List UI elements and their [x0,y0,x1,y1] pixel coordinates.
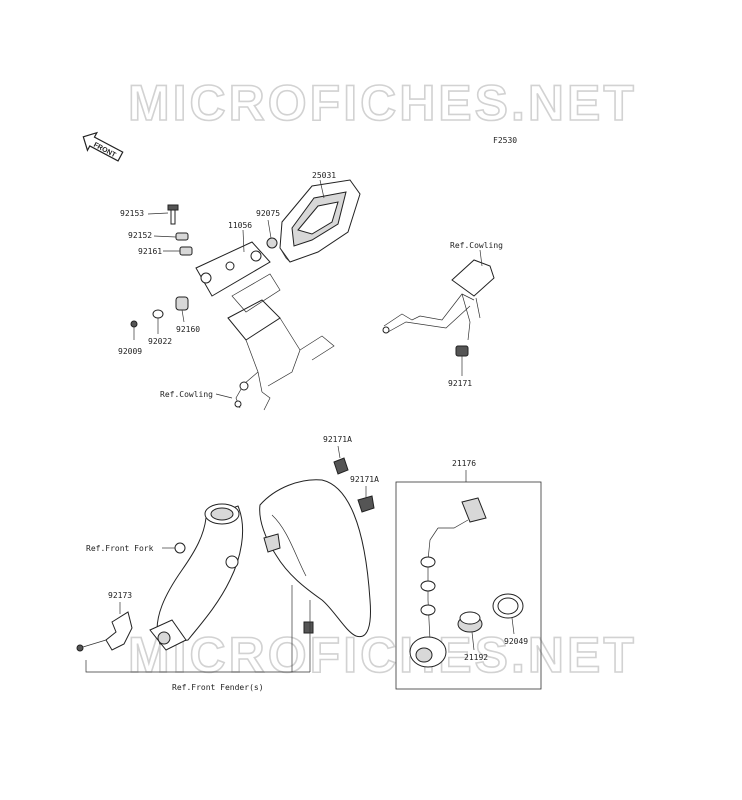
label-92152: 92152 [128,231,152,240]
label-92160: 92160 [176,325,200,334]
cowling-stay-assembly [382,249,495,376]
sensor-kit-assembly [395,470,542,690]
label-92009: 92009 [118,347,142,356]
grommet-92160-drawing [175,296,189,311]
washer-92022-drawing [152,309,164,319]
meter-unit-drawing [279,179,361,263]
front-arrow-icon: FRONT [82,131,124,162]
label-92075: 92075 [256,209,280,218]
label-11056: 11056 [228,221,252,230]
label-92171a-lower: 92171A [350,475,379,484]
label-ref-cowling-upper: Ref.Cowling [450,241,503,250]
damper-92075-drawing [266,237,278,249]
front-fender-drawing [259,479,371,638]
label-92022: 92022 [148,337,172,346]
speed-sensor-drawing [409,636,447,668]
sensor-kit-box [395,481,542,690]
bracket-11056-drawing [195,241,271,297]
watermark-bottom: MICROFICHES.NET [128,627,637,683]
label-21192: 21192 [464,653,488,662]
bolt-92153-drawing [167,204,179,225]
clamp-92171a-lower-drawing [357,495,375,513]
clamp-92173-drawing [105,611,133,651]
label-92173: 92173 [108,591,132,600]
stay-frame-drawing [227,273,335,411]
label-ref-front-fender: Ref.Front Fender(s) [172,683,264,692]
watermark-top: MICROFICHES.NET [128,75,637,131]
fork-fender-assembly [76,445,375,673]
label-92049: 92049 [504,637,528,646]
seal-92049-drawing [492,593,524,619]
label-92161: 92161 [138,247,162,256]
clamp-92171-drawing [455,345,469,357]
bolt-front-drawing [76,639,107,652]
label-ref-front-fork: Ref.Front Fork [86,544,154,553]
clamp-92171a-upper-drawing [333,457,349,475]
grommet-21192-drawing [457,611,483,633]
label-92171: 92171 [448,379,472,388]
collar-92152-drawing [175,232,189,241]
damper-92161-drawing [179,246,193,256]
label-ref-cowling-lower: Ref.Cowling [160,390,213,399]
front-fork-drawing [149,503,244,651]
label-92153: 92153 [120,209,144,218]
figure-code: F2530 [493,136,517,145]
label-21176: 21176 [452,459,476,468]
label-25031: 25031 [312,171,336,180]
label-92171a-upper: 92171A [323,435,352,444]
meter-assembly [130,179,361,411]
screw-92009-drawing [130,320,138,340]
